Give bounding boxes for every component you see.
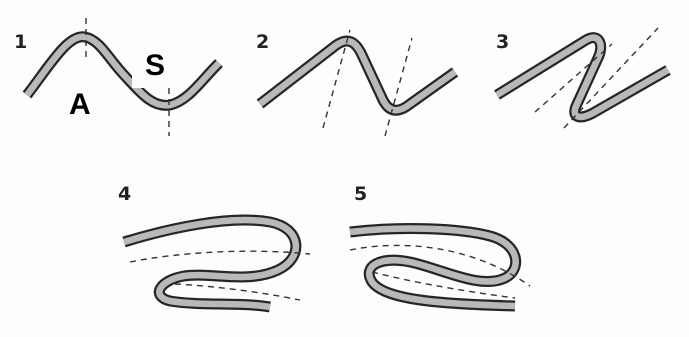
stage-3-number: 3 <box>496 31 509 53</box>
stage-5-layer <box>350 229 516 306</box>
stage-4-number: 4 <box>118 183 131 205</box>
stage-1: 1 A S <box>14 18 219 136</box>
stage-4-axial-trace-antiform <box>130 251 310 262</box>
stage-2-number: 2 <box>256 31 269 53</box>
stage-2: 2 <box>256 30 455 136</box>
stage-1-layer <box>27 37 219 106</box>
stage-1-number: 1 <box>14 31 27 53</box>
stage-2-axial-trace-synform <box>385 38 412 136</box>
stage-5: 5 <box>350 183 530 306</box>
antiform-label: A <box>69 88 91 121</box>
stage-2-layer <box>260 41 455 110</box>
stage-4: 4 <box>118 183 310 307</box>
stage-3-layer <box>497 38 668 117</box>
stage-4-axial-trace-synform <box>175 284 300 300</box>
stage-3: 3 <box>496 28 668 128</box>
synform-label: S <box>145 49 165 82</box>
stage-5-number: 5 <box>354 183 367 205</box>
stage-4-layer <box>124 220 296 307</box>
